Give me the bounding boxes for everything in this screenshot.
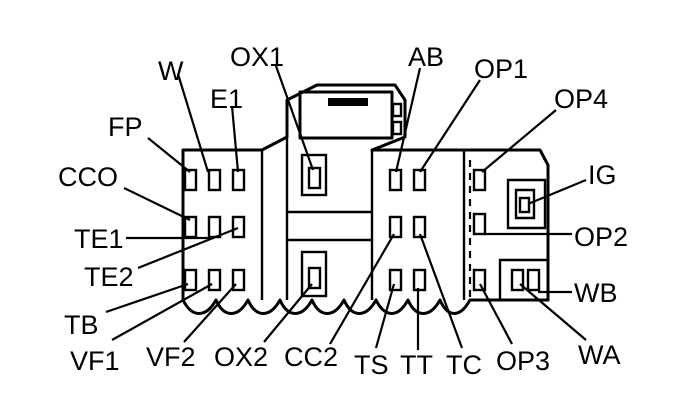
label-ox1: OX1 — [230, 42, 284, 72]
leader-ox2 — [263, 283, 313, 343]
label-e1: E1 — [210, 84, 243, 114]
leader-w — [176, 73, 210, 173]
wa-wb-housing — [498, 258, 550, 302]
label-vf1: VF1 — [70, 346, 120, 376]
pin-ig — [518, 196, 531, 214]
pin-ts — [388, 268, 403, 292]
leader-tc — [418, 233, 464, 349]
latch-block — [298, 90, 394, 140]
leader-ab — [394, 67, 422, 173]
ig-inner — [514, 188, 536, 220]
leader-fp — [147, 137, 191, 173]
pin-tc — [412, 215, 427, 239]
connector-housing — [181, 83, 550, 315]
leader-vf1 — [111, 283, 213, 341]
leader-e1 — [230, 105, 240, 173]
pin-w — [207, 168, 222, 192]
pin-labels: W E1 OX1 AB OP1 OP4 FP CCO IG TE1 OP2 TE… — [58, 42, 628, 380]
leader-op4 — [481, 109, 557, 173]
pin-op3 — [472, 268, 487, 292]
ig-housing — [506, 178, 547, 230]
label-vf2: VF2 — [146, 342, 196, 372]
pin-te1a — [183, 215, 198, 239]
pin-cco — [183, 168, 198, 192]
pin-tt — [412, 268, 427, 292]
leader-tb — [105, 282, 189, 314]
pin-ox2 — [307, 266, 322, 290]
label-wb: WB — [574, 278, 618, 308]
label-ig: IG — [588, 160, 617, 190]
label-wa: WA — [578, 340, 621, 370]
label-op3: OP3 — [496, 346, 550, 376]
pin-op1 — [412, 168, 427, 192]
label-te2: TE2 — [84, 262, 134, 292]
label-cco: CCO — [58, 162, 118, 192]
label-ox2: OX2 — [214, 342, 268, 372]
leader-wa — [519, 283, 587, 341]
pin-vf2 — [231, 268, 246, 292]
label-ab: AB — [408, 42, 444, 72]
leader-op3 — [479, 283, 513, 345]
leader-ts — [374, 283, 396, 349]
leader-cco — [123, 187, 191, 221]
pin-op2 — [472, 212, 487, 236]
label-cc2: CC2 — [284, 342, 338, 372]
center-cutout — [287, 210, 372, 242]
pin-tb — [183, 268, 198, 292]
pin-wa — [510, 268, 525, 292]
pin-ox1 — [307, 166, 322, 190]
pin-ab — [388, 168, 403, 192]
label-op2: OP2 — [574, 222, 628, 252]
label-op1: OP1 — [474, 54, 528, 84]
label-tt: TT — [400, 350, 433, 380]
label-te1: TE1 — [74, 224, 124, 254]
pin-te1 — [207, 215, 222, 239]
pin-op4 — [472, 168, 487, 192]
label-op4: OP4 — [554, 84, 608, 114]
pin-te2 — [231, 215, 246, 239]
leader-ig — [527, 178, 587, 206]
pin-e1 — [231, 168, 246, 192]
leader-te2 — [137, 226, 239, 270]
leader-cc2 — [329, 233, 395, 345]
latch-tab-1 — [391, 102, 403, 118]
label-tb: TB — [64, 310, 99, 340]
leader-lines — [105, 65, 587, 350]
leader-ox1 — [274, 65, 315, 171]
latch-bar — [328, 98, 368, 106]
leader-op1 — [419, 79, 481, 173]
label-tc: TC — [446, 350, 482, 380]
latch-tab-2 — [391, 120, 403, 136]
pin-vf1 — [207, 268, 222, 292]
label-ts: TS — [354, 350, 389, 380]
leader-vf2 — [183, 283, 237, 343]
pin-wb — [526, 268, 541, 292]
label-w: W — [158, 56, 184, 86]
pin-cc2 — [388, 215, 403, 239]
label-fp: FP — [108, 112, 143, 142]
pins — [183, 153, 541, 298]
housing-outline — [181, 83, 550, 315]
